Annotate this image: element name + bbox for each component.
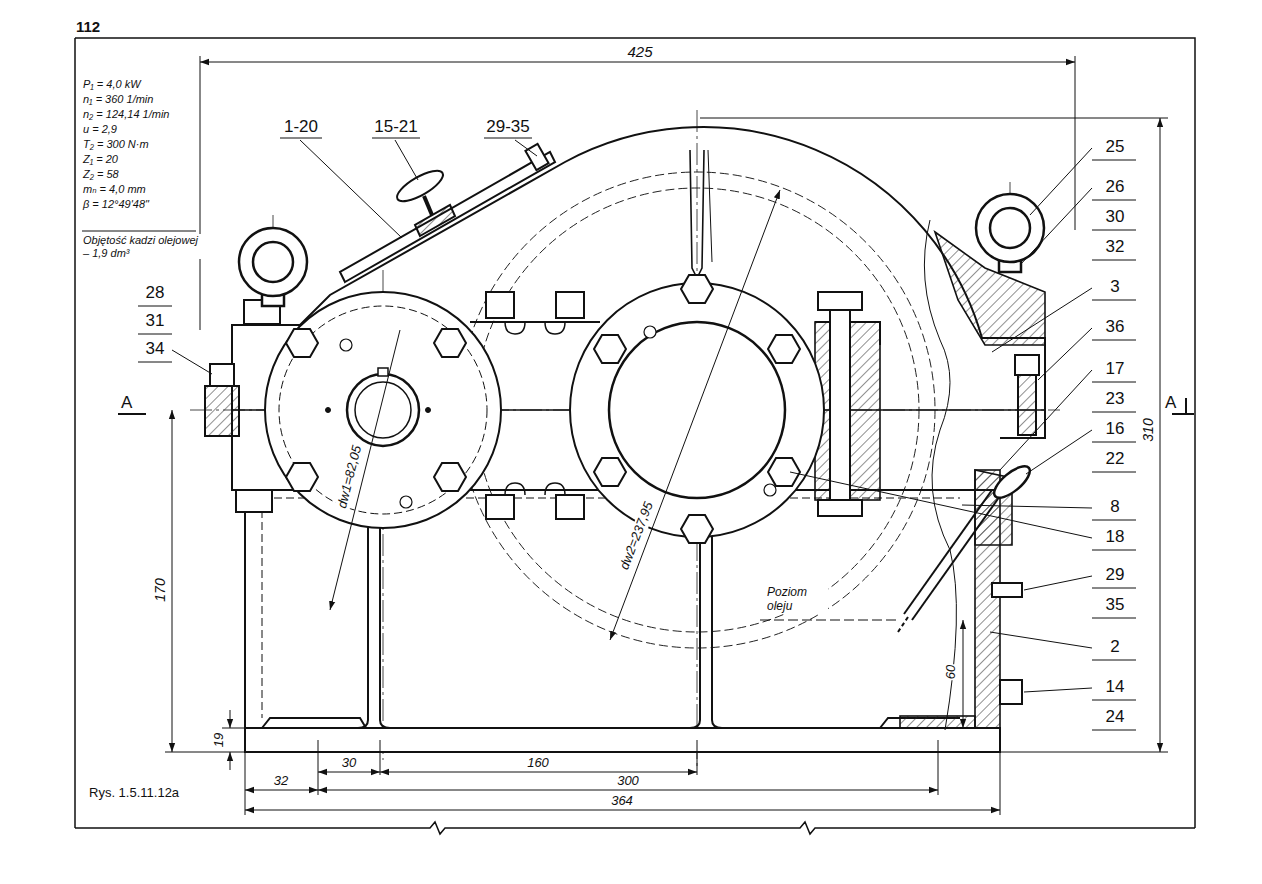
callout-number: 24 <box>1105 707 1126 727</box>
callout-number: 35 <box>1105 595 1126 615</box>
inspection-cover <box>340 144 555 282</box>
dimension-text: 60 <box>944 664 959 680</box>
callout-number: 22 <box>1105 449 1126 469</box>
callout-number: 25 <box>1105 137 1126 157</box>
callout-number: 29 <box>1105 565 1126 585</box>
section-mark: A <box>1164 393 1177 413</box>
callout-number: 28 <box>145 283 166 303</box>
bolt-nut <box>818 500 862 516</box>
callout-number: 30 <box>1105 207 1126 227</box>
callout-number: 23 <box>1105 389 1126 409</box>
dimension-text: 364 <box>610 794 634 809</box>
section-markers <box>118 398 1194 414</box>
bearing-covers <box>265 283 824 537</box>
spec-line: Z₂ = 58 <box>82 168 120 181</box>
callout-number: 18 <box>1105 527 1126 547</box>
callout-number: 15-21 <box>373 117 418 137</box>
dimension-text: 30 <box>341 756 357 771</box>
dimension-text: 170 <box>152 577 168 602</box>
spec-line: n₁ = 360 1/min <box>82 93 154 106</box>
dimension-text: 425 <box>626 43 653 60</box>
oil-level-note: Poziom oleju <box>766 586 828 614</box>
page-number: 112 <box>75 18 101 35</box>
callout-number: 34 <box>145 339 166 359</box>
callout-number: 1-20 <box>283 117 319 137</box>
spec-line: n₂ = 124,14 1/min <box>82 108 170 121</box>
callout-number: 17 <box>1105 359 1126 379</box>
spec-line: P₁ = 4,0 kW <box>82 78 142 91</box>
spec-line: β = 12°49'48" <box>82 198 150 211</box>
spec-line: u = 2,9 <box>82 123 118 136</box>
callout-number: 36 <box>1105 317 1126 337</box>
section-mark: A <box>120 393 133 413</box>
flange-bolt <box>830 292 850 514</box>
dimension-text: dw2=237,95 <box>617 499 657 573</box>
gear-circles <box>287 172 935 648</box>
break-line <box>924 220 956 730</box>
spec-line: T₂ = 300 N·m <box>82 138 150 151</box>
dimension-text: 32 <box>273 774 289 789</box>
callout-number: 31 <box>145 311 166 331</box>
callout-number: 16 <box>1105 419 1126 439</box>
callout-number: 32 <box>1105 237 1126 257</box>
dimension-lines <box>165 56 1168 815</box>
leader-lines <box>138 138 1136 730</box>
spec-rule <box>82 231 196 232</box>
callout-number: 29-35 <box>485 117 530 137</box>
figure-caption: Rys. 1.5.11.12a <box>88 786 180 801</box>
eye-bolts <box>239 194 1044 306</box>
center-lines <box>190 110 1060 770</box>
callout-number: 26 <box>1105 177 1126 197</box>
dimension-text: 160 <box>526 756 550 771</box>
callout-number: 8 <box>1109 497 1120 517</box>
oil-dipstick <box>898 461 1035 632</box>
spec-line: Z₁ = 20 <box>82 153 119 166</box>
dimension-text: 310 <box>1140 417 1156 442</box>
housing <box>232 127 1045 752</box>
oil-level-line <box>760 620 900 621</box>
callout-number: 14 <box>1105 677 1126 697</box>
bolt-head <box>818 292 862 310</box>
dimension-text: 300 <box>616 774 640 789</box>
dimension-text: 19 <box>212 732 227 748</box>
page-frame <box>75 38 1195 834</box>
callout-number: 2 <box>1109 637 1120 657</box>
section-hatch <box>815 232 1045 728</box>
spec-line: mₙ = 4,0 mm <box>82 183 147 196</box>
spec-line: Objętość kadzi olejowej – 1,9 dm³ <box>82 234 206 259</box>
callout-number: 3 <box>1109 277 1120 297</box>
dimension-text: dw1=82,05 <box>335 443 365 511</box>
hex-nuts <box>286 275 800 543</box>
